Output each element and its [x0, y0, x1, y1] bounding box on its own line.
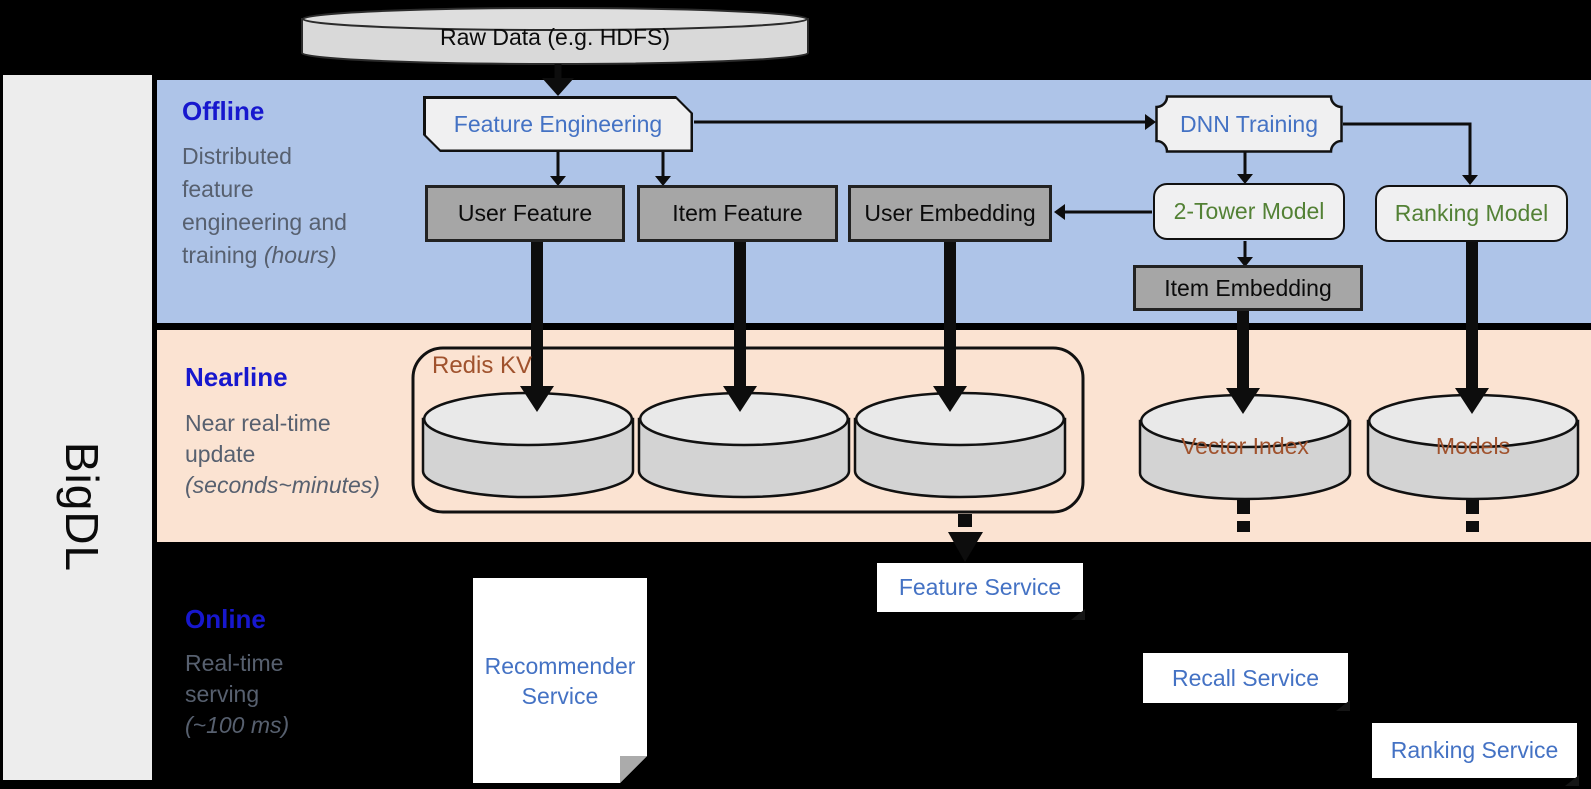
- ranking-service-node: Ranking Service: [1372, 723, 1579, 786]
- recall-service-node: Recall Service: [1143, 653, 1350, 711]
- pipe-rankingmodel-to-models: [1466, 242, 1478, 388]
- redis-cylinder-2: [637, 391, 851, 499]
- arrow-dnn-to-rankingmodel: [1343, 122, 1472, 176]
- dnn-training-node: DNN Training: [1155, 95, 1343, 153]
- models-label: Models: [1435, 433, 1511, 459]
- offline-title: Offline: [182, 96, 265, 126]
- ranking-model-node: Ranking Model: [1375, 185, 1568, 242]
- offline-desc-line: training: [182, 242, 264, 268]
- redis-cylinder-1: [421, 391, 635, 499]
- online-desc-line: Real-time: [185, 650, 284, 676]
- dash-redis-to-featureservice: [958, 514, 972, 527]
- recommender-service-label: Recommender Service: [484, 652, 636, 709]
- dash-models-2: [1466, 521, 1479, 532]
- redis-cylinder-3: [853, 391, 1067, 499]
- fold-corner-icon: [1071, 609, 1085, 620]
- two-tower-model-node: 2-Tower Model: [1153, 183, 1345, 240]
- user-feature-node: User Feature: [425, 185, 625, 242]
- online-description: Real-time serving (~100 ms): [185, 648, 289, 741]
- feature-service-label: Feature Service: [898, 574, 1062, 600]
- arrowhead-fe-to-userfeature: [550, 176, 566, 186]
- pipe-itemembedding-to-vectorindex: [1237, 311, 1249, 388]
- vector-index-label: Vector Index: [1181, 433, 1309, 459]
- recommender-service-node: Recommender Service: [473, 578, 647, 783]
- pipe-itemfeature-to-redis: [734, 242, 746, 388]
- pipehead-userembedding: [933, 386, 967, 412]
- arrowhead-dnn-to-twotower: [1237, 174, 1253, 184]
- online-desc-italic: (~100 ms): [185, 712, 290, 738]
- recall-service-label: Recall Service: [1172, 664, 1319, 691]
- dash-models-1: [1466, 500, 1479, 514]
- pipehead-itemfeature: [723, 386, 757, 412]
- offline-description: Distributed feature engineering and trai…: [182, 140, 347, 272]
- arrowhead-fe-to-itemfeature: [655, 176, 671, 186]
- nearline-desc-line: Near real-time: [185, 410, 331, 436]
- dashed-links: [948, 500, 1479, 562]
- feature-service-node: Feature Service: [877, 563, 1085, 620]
- online-title: Online: [185, 604, 266, 634]
- nearline-description: Near real-time update (seconds~minutes): [185, 408, 380, 501]
- raw-data-cylinder: [301, 7, 809, 65]
- fold-corner-icon: [1336, 700, 1350, 711]
- arrowhead-twotower-to-itemembedding: [1237, 257, 1253, 267]
- nearline-desc-italic: (seconds~minutes): [185, 472, 380, 498]
- item-feature-node: Item Feature: [637, 185, 838, 242]
- dnn-training-label: DNN Training: [1179, 110, 1319, 137]
- thin-arrows: [554, 64, 1472, 258]
- dnn-training-plaque: [1155, 95, 1343, 153]
- fold-corner-icon: [1565, 775, 1579, 786]
- redis-kv-label: Redis KV: [432, 352, 533, 379]
- arrowhead-twotower-to-userembedding: [1054, 204, 1065, 220]
- dash-vectorindex-2: [1237, 521, 1250, 532]
- bigdl-sidebar: BigDL: [3, 75, 152, 780]
- pipehead-userfeature: [520, 386, 554, 412]
- feature-engineering-node: Feature Engineering: [423, 96, 693, 152]
- redis-kv-container: [411, 346, 1085, 514]
- nearline-desc-line: update: [185, 441, 256, 467]
- arrowhead-fe-to-dnn: [1145, 114, 1156, 130]
- user-embedding-node: User Embedding: [848, 185, 1052, 242]
- dash-vectorindex-1: [1237, 500, 1250, 514]
- pipe-userfeature-to-redis: [531, 242, 543, 388]
- online-desc-line: serving: [185, 681, 260, 707]
- pipe-userembedding-to-redis: [944, 242, 956, 388]
- arrowhead-rawdata-to-fe: [542, 78, 574, 96]
- item-embedding-node: Item Embedding: [1133, 265, 1363, 311]
- pipehead-itemembedding: [1226, 388, 1260, 414]
- thick-arrows: [520, 242, 1489, 414]
- arrowhead-dnn-to-rankingmodel: [1462, 175, 1478, 185]
- offline-desc-line: feature: [182, 176, 254, 202]
- offline-desc-italic: (hours): [263, 242, 337, 268]
- offline-desc-line: engineering and: [182, 209, 347, 235]
- thin-arrowheads: [542, 78, 1478, 267]
- nearline-title: Nearline: [185, 362, 288, 392]
- raw-data-label: Raw Data (e.g. HDFS): [439, 24, 671, 50]
- pipehead-rankingmodel: [1455, 388, 1489, 414]
- offline-desc-line: Distributed: [182, 143, 292, 169]
- ranking-service-label: Ranking Service: [1390, 737, 1559, 763]
- dashhead-redis-to-featureservice: [948, 532, 983, 562]
- feature-engineering-label: Feature Engineering: [426, 99, 691, 150]
